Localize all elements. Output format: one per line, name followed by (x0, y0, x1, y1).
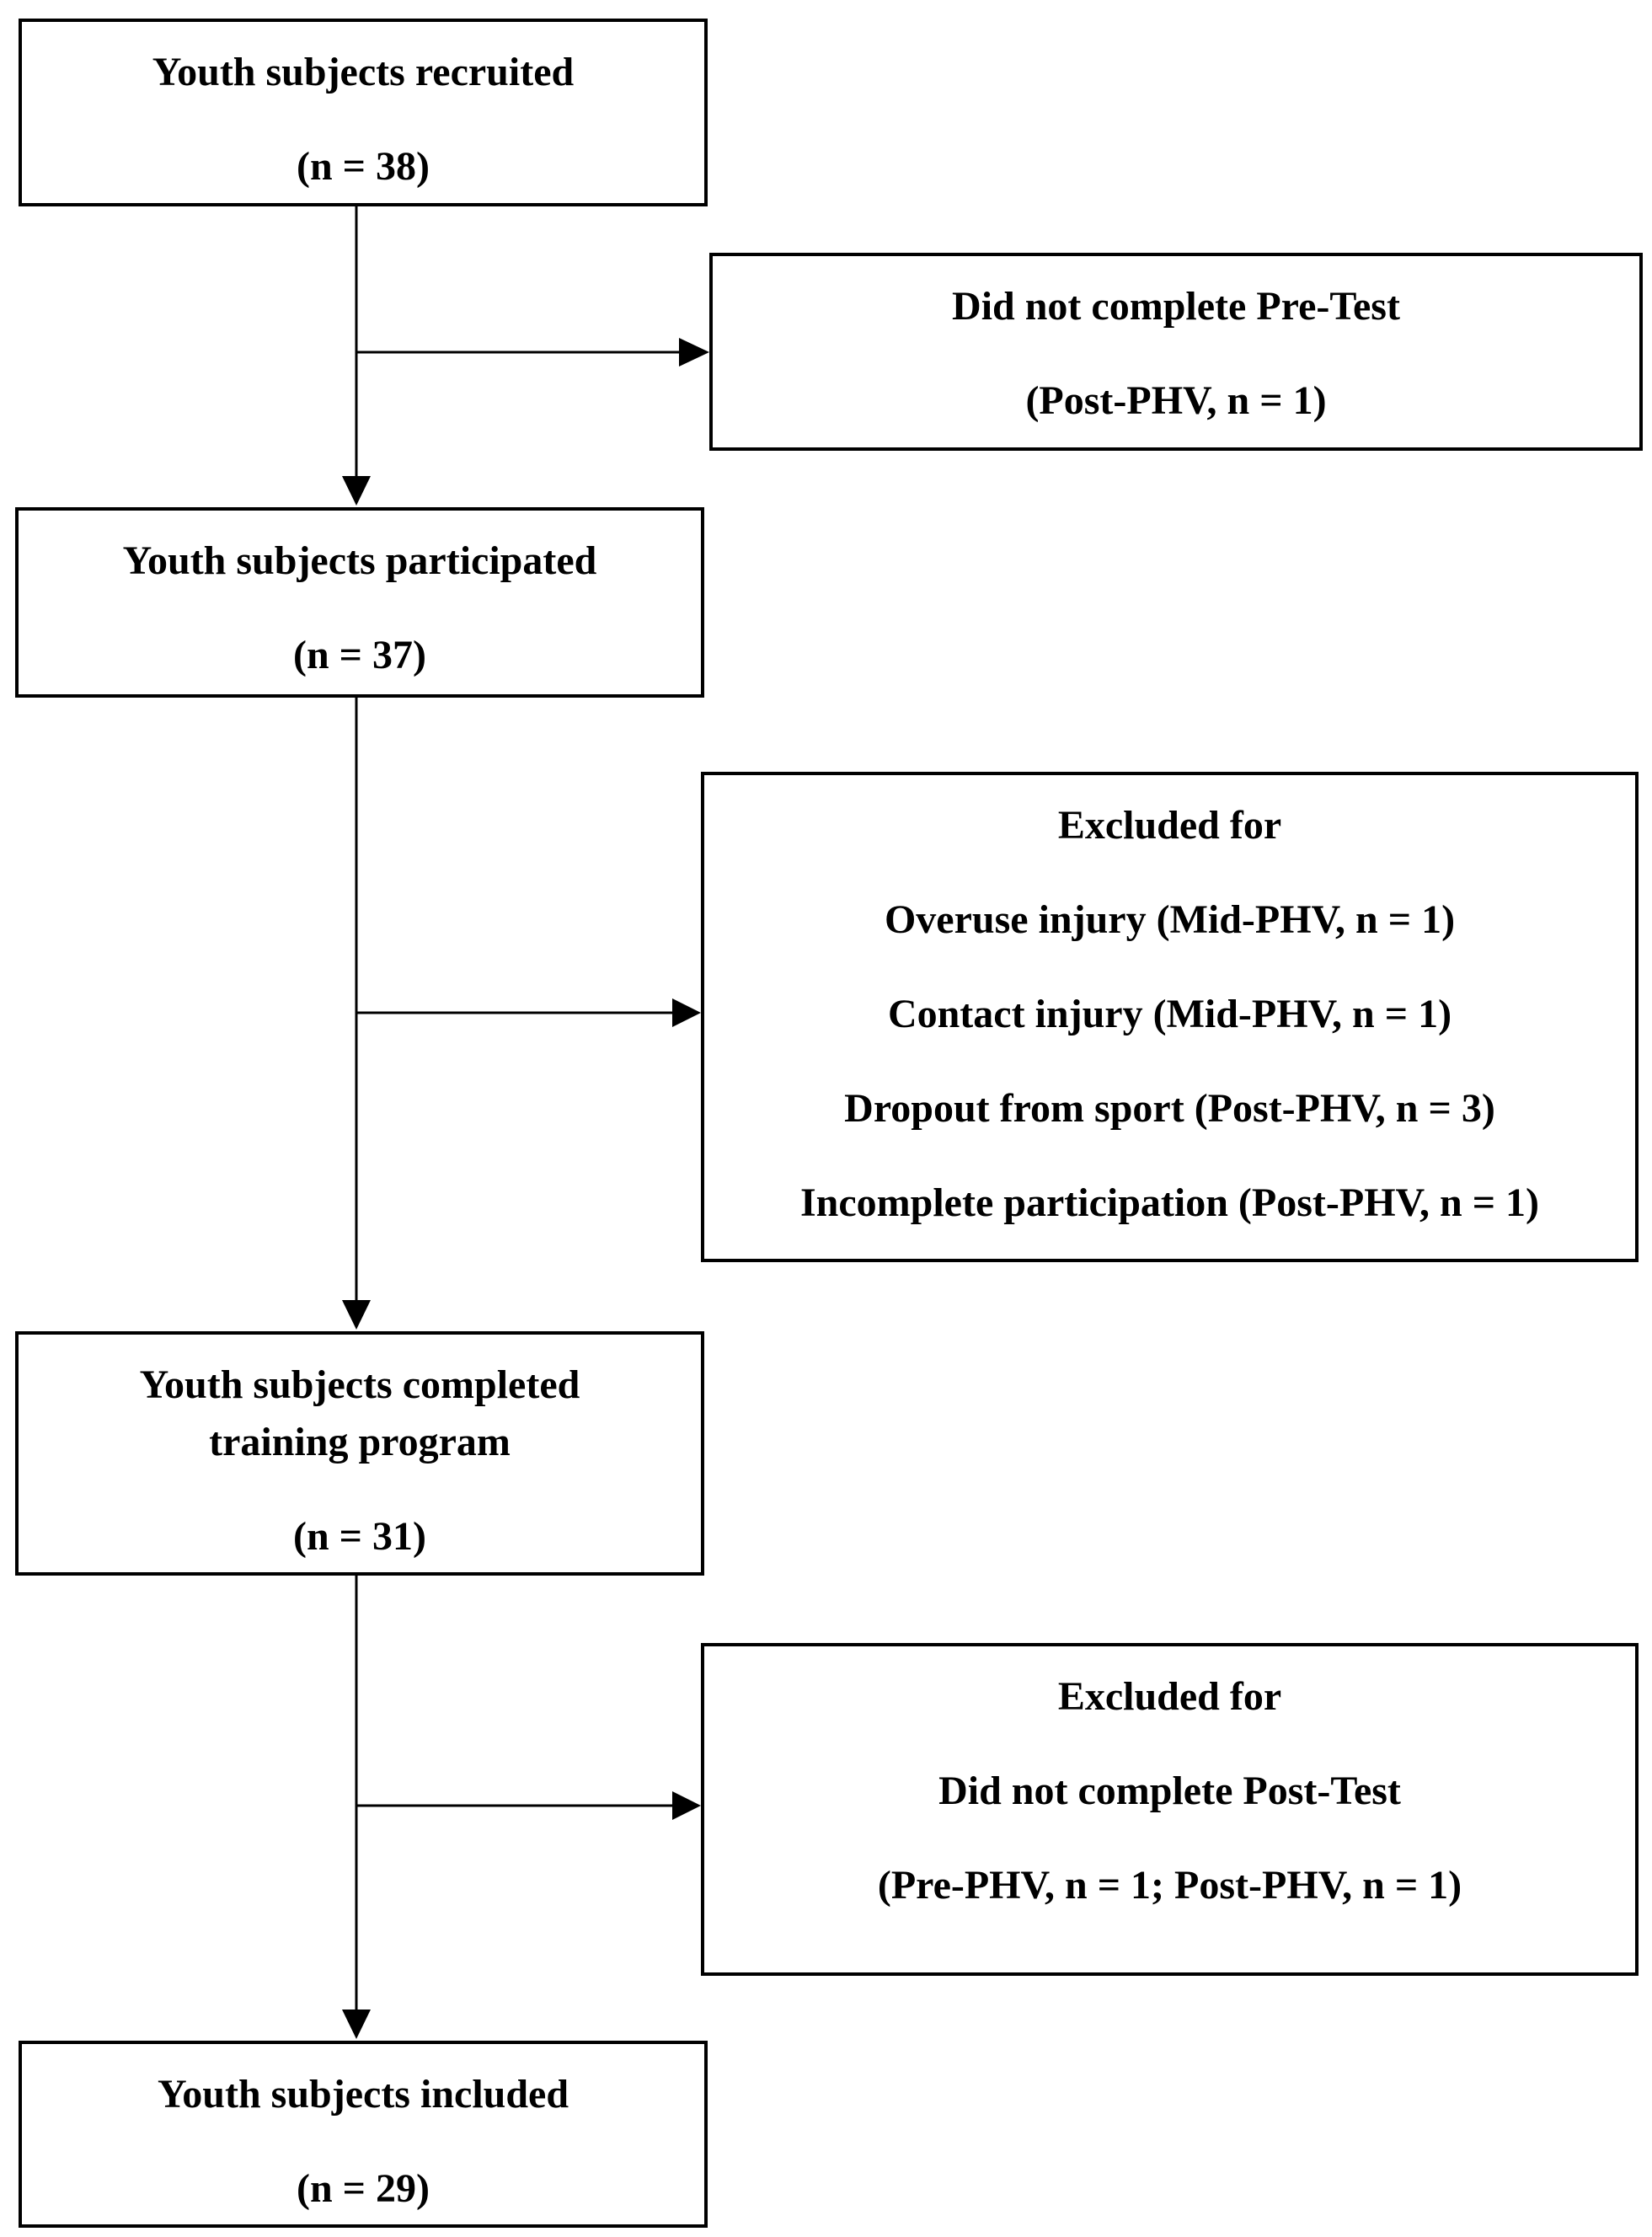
box-excluded-posttest-title: Excluded for (1057, 1674, 1282, 1719)
excluded-reason-overuse: Overuse injury (Mid-PHV, n = 1) (884, 897, 1456, 942)
box-recruited-title: Youth subjects recruited (152, 50, 575, 94)
arrowhead-excluded-posttest (672, 1791, 701, 1820)
box-completed-count: (n = 31) (292, 1514, 426, 1559)
excluded-reason-incomplete: Incomplete participation (Post-PHV, n = … (799, 1180, 1540, 1225)
box-participated: Youth subjects participated (n = 37) (15, 507, 704, 698)
box-participated-title: Youth subjects participated (122, 538, 597, 583)
box-recruited: Youth subjects recruited (n = 38) (19, 19, 708, 206)
box-completed-title-line1: Youth subjects completed (139, 1362, 580, 1407)
box-excluded-pretest: Did not complete Pre-Test (Post-PHV, n =… (709, 253, 1643, 451)
excluded-reason-contact: Contact injury (Mid-PHV, n = 1) (887, 992, 1452, 1036)
arrowhead-completed (342, 1300, 371, 1330)
arrowhead-participated (342, 476, 371, 506)
box-included: Youth subjects included (n = 29) (19, 2041, 708, 2228)
box-excluded-posttest-detail: (Pre-PHV, n = 1; Post-PHV, n = 1) (877, 1863, 1462, 1908)
box-excluded-posttest: Excluded for Did not complete Post-Test … (701, 1643, 1639, 1976)
box-completed-title-line2: training program (209, 1420, 511, 1464)
box-included-count: (n = 29) (296, 2166, 430, 2211)
box-excluded-posttest-reason: Did not complete Post-Test (938, 1769, 1401, 1813)
box-completed: Youth subjects completed training progra… (15, 1331, 704, 1576)
box-excluded-pretest-detail: (Post-PHV, n = 1) (1025, 378, 1327, 423)
arrowhead-excluded-training (672, 998, 701, 1027)
excluded-reason-dropout: Dropout from sport (Post-PHV, n = 3) (844, 1086, 1495, 1131)
arrowhead-included (342, 2010, 371, 2039)
box-recruited-count: (n = 38) (296, 144, 430, 189)
box-excluded-training-title: Excluded for (1057, 803, 1282, 848)
box-participated-count: (n = 37) (292, 633, 426, 677)
box-included-title: Youth subjects included (157, 2072, 569, 2117)
arrowhead-excluded-pretest (679, 338, 709, 367)
box-excluded-training: Excluded for Overuse injury (Mid-PHV, n … (701, 772, 1639, 1262)
box-excluded-pretest-title: Did not complete Pre-Test (952, 284, 1400, 329)
